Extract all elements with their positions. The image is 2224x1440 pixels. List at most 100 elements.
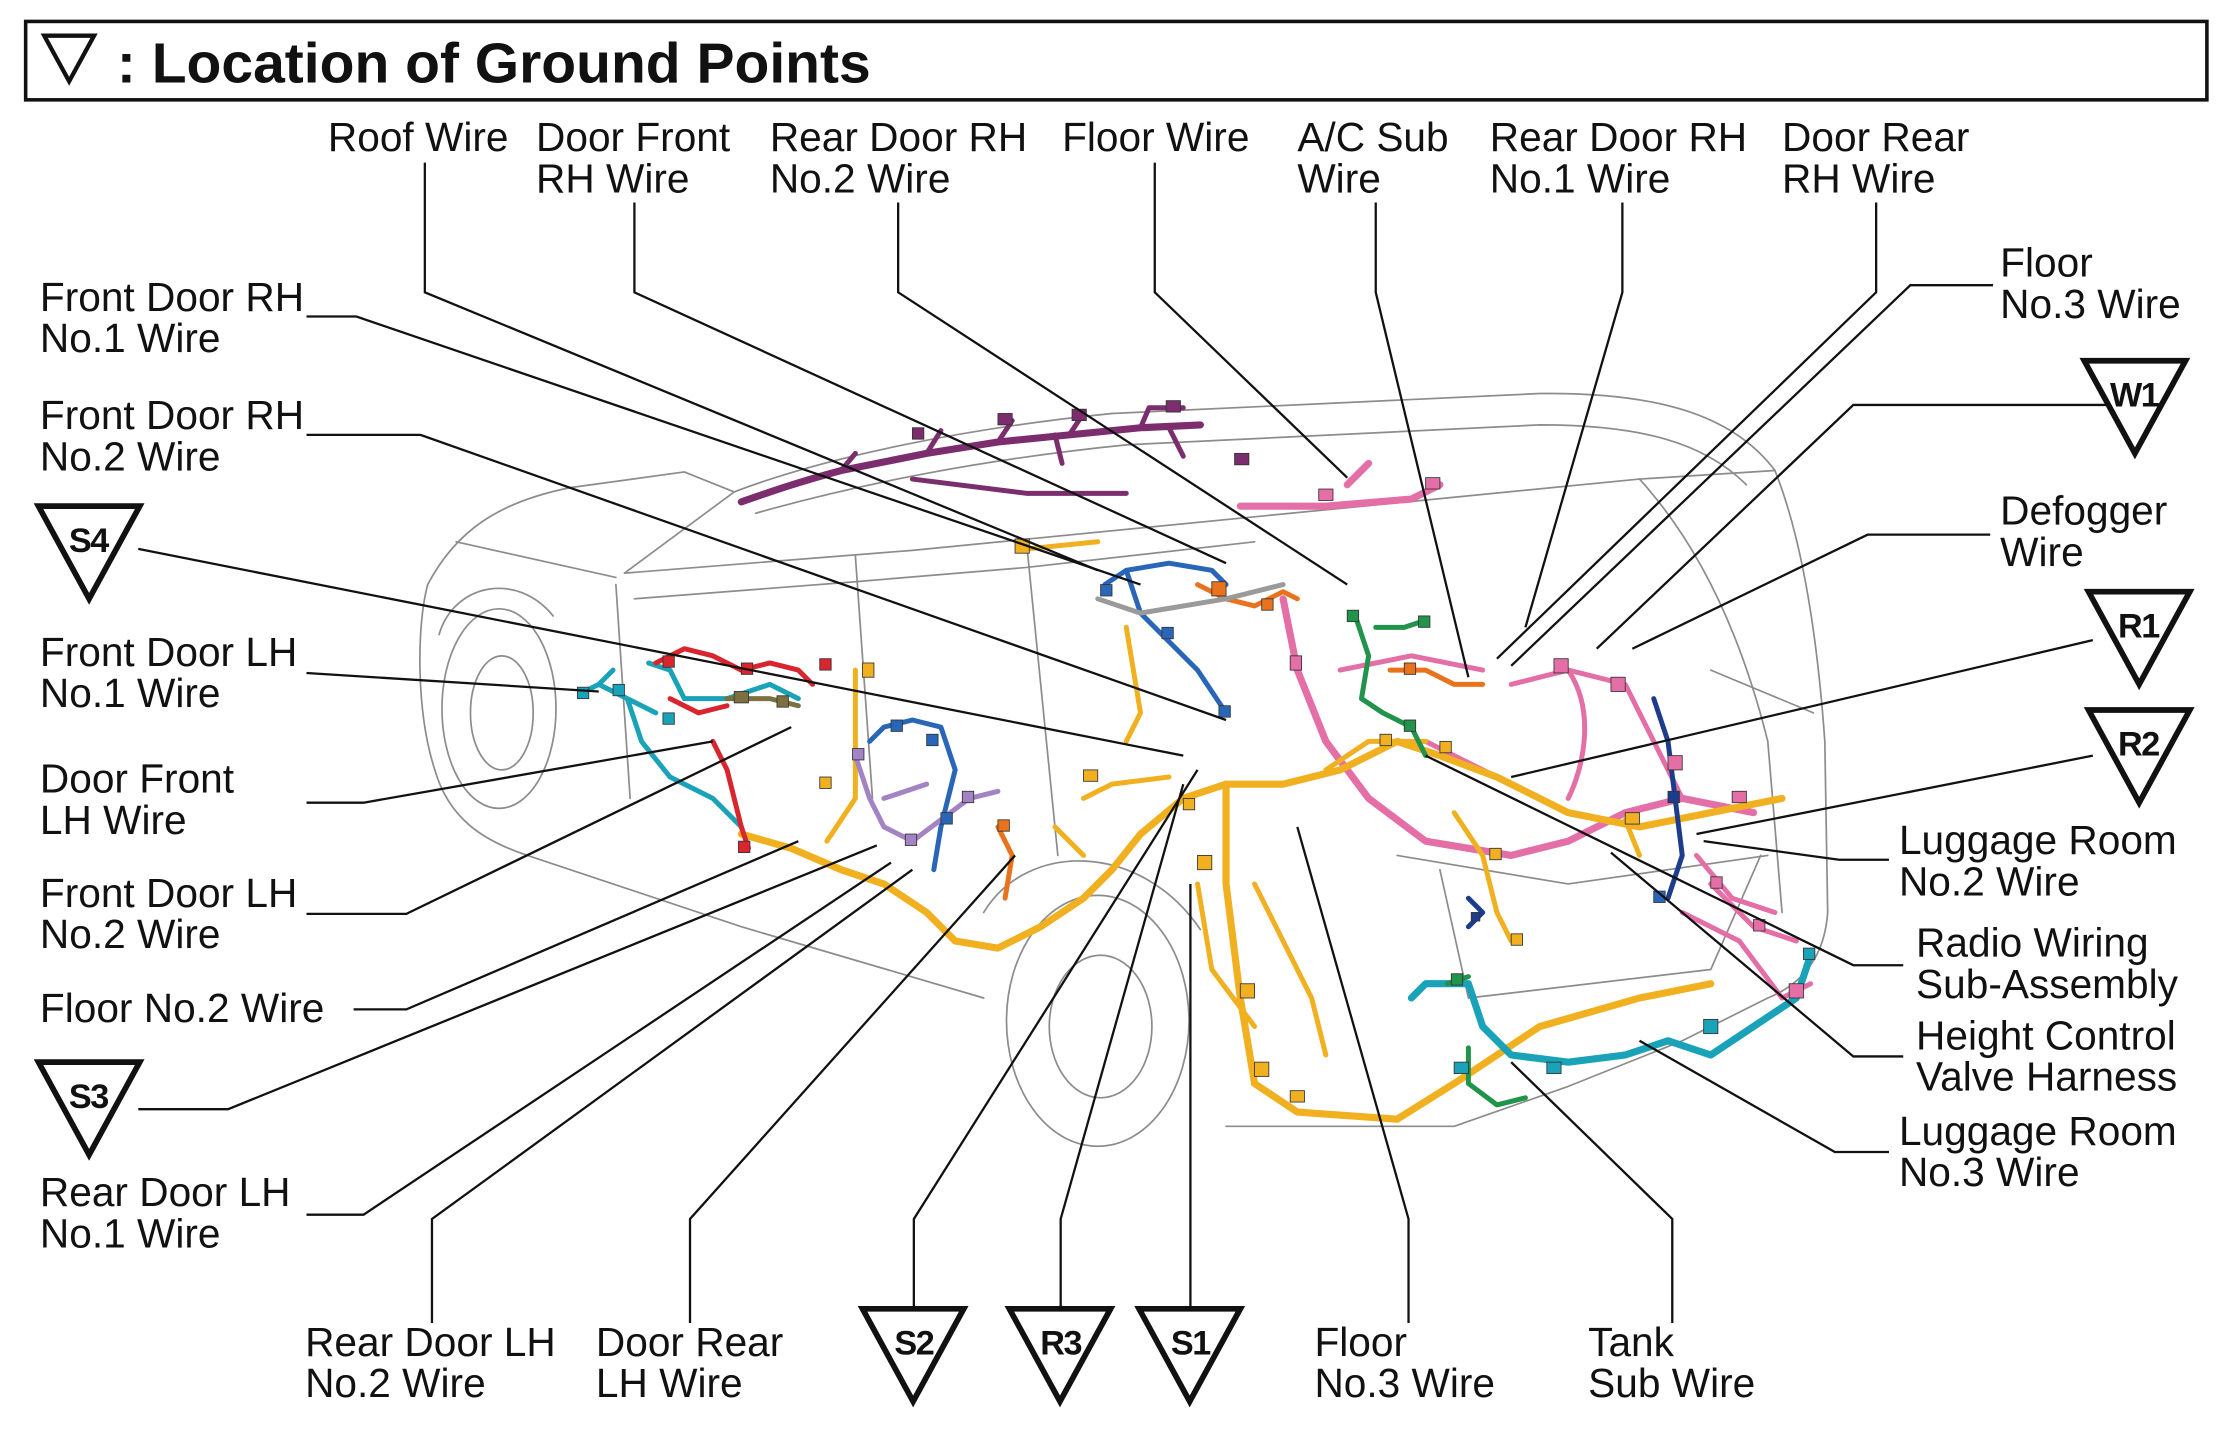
label-door-front-lh-wire: Door Front LH Wire bbox=[40, 756, 245, 843]
label-front-door-lh-no1-wire: Front Door LH No.1 Wire bbox=[40, 629, 309, 716]
front-wheel bbox=[441, 607, 557, 810]
label-rear-door-rh-no2-wire: Rear Door RH No.2 Wire bbox=[770, 114, 1039, 201]
leader-floor-no2-wire bbox=[353, 840, 799, 1011]
label-tank-sub-wire: Tank Sub Wire bbox=[1588, 1319, 1755, 1406]
connector bbox=[1100, 584, 1113, 597]
connector bbox=[819, 658, 832, 671]
rear-door-line bbox=[1025, 540, 1059, 857]
connector bbox=[1510, 933, 1524, 946]
connector bbox=[1453, 1061, 1469, 1074]
leader-rear-door-rh-no2-wire bbox=[897, 202, 1348, 586]
connector bbox=[1553, 658, 1569, 674]
windshield-header bbox=[733, 412, 1113, 493]
connector bbox=[1165, 400, 1181, 413]
connector bbox=[662, 712, 675, 725]
connector bbox=[1546, 1061, 1562, 1074]
label-height-control-valve-harness: Height Control Valve Harness bbox=[1916, 1012, 2187, 1099]
ground-point-r3: R3 bbox=[1004, 1305, 1116, 1408]
rear-wheel-hub bbox=[1048, 954, 1153, 1099]
leader-rear-door-rh-no1-wire bbox=[1524, 202, 1624, 628]
ground-point-r2: R2 bbox=[2083, 707, 2195, 809]
roof-line bbox=[1111, 392, 1776, 472]
leader-front-door-rh-no2-wire bbox=[306, 433, 1227, 722]
wire-harnesses bbox=[582, 405, 1815, 1123]
leader-door-rear-lh-wire bbox=[688, 854, 1016, 1324]
leader-height-control-valve-harness bbox=[1610, 851, 1904, 1058]
vehicle-outline bbox=[419, 392, 1829, 1148]
floor-wire-harness bbox=[1236, 459, 1444, 510]
ground-triangle-icon bbox=[2079, 357, 2191, 460]
connector bbox=[997, 819, 1010, 832]
connector bbox=[1667, 790, 1680, 804]
label-rear-door-rh-no1-wire: Rear Door RH No.1 Wire bbox=[1490, 114, 1759, 201]
leader-luggage-room-no3-wire bbox=[1638, 1039, 1889, 1154]
leader-door-front-lh-wire bbox=[306, 740, 714, 804]
ground-triangle-icon bbox=[857, 1305, 969, 1408]
leader-floor-no3-wire-top bbox=[1510, 284, 1994, 667]
connector bbox=[1346, 609, 1360, 623]
connector bbox=[662, 655, 675, 668]
connector bbox=[1403, 662, 1417, 675]
connector bbox=[1379, 733, 1392, 747]
leader-luggage-room-no2-wire bbox=[1703, 840, 1889, 861]
label-ac-sub-wire: A/C Sub Wire bbox=[1297, 114, 1460, 201]
title-frame bbox=[23, 19, 2209, 102]
connector bbox=[776, 695, 789, 708]
leader-front-door-lh-no1-wire bbox=[306, 671, 599, 693]
floor-no2-harness bbox=[737, 737, 1786, 952]
beltline bbox=[623, 469, 1776, 575]
inverted-triangle-icon bbox=[40, 33, 98, 86]
connector bbox=[612, 683, 625, 697]
ground-point-s2: S2 bbox=[857, 1305, 969, 1408]
connector bbox=[1289, 1090, 1305, 1103]
label-front-door-lh-no2-wire: Front Door LH No.2 Wire bbox=[40, 870, 309, 957]
connector bbox=[1788, 983, 1804, 999]
leader-ground-r1 bbox=[1510, 639, 2094, 779]
connector bbox=[904, 833, 918, 846]
leader-floor-no3-wire-bottom bbox=[1296, 826, 1410, 1324]
label-door-front-rh-wire: Door Front RH Wire bbox=[536, 114, 741, 201]
connector bbox=[1439, 740, 1452, 754]
connector bbox=[911, 427, 925, 440]
connector bbox=[1489, 847, 1502, 861]
rear-wheel-arch bbox=[982, 860, 1202, 931]
ground-point-s3: S3 bbox=[33, 1059, 145, 1161]
rear-hatch-opening bbox=[1439, 854, 1762, 999]
label-door-rear-rh-wire: Door Rear RH Wire bbox=[1782, 114, 1981, 201]
label-floor-no3-wire-top: Floor No.3 Wire bbox=[2000, 240, 2181, 327]
leader-door-rear-rh-wire bbox=[1496, 202, 1878, 660]
label-floor-no3-wire-bottom: Floor No.3 Wire bbox=[1314, 1319, 1495, 1406]
label-door-rear-lh-wire: Door Rear LH Wire bbox=[596, 1319, 795, 1406]
label-radio-wiring-sub-assembly: Radio Wiring Sub-Assembly bbox=[1916, 920, 2179, 1007]
connector bbox=[997, 413, 1013, 426]
ground-point-r1: R1 bbox=[2083, 588, 2195, 691]
leader-rear-door-lh-no2-wire bbox=[430, 868, 914, 1324]
rear-door-lh-no1-harness bbox=[852, 753, 1001, 844]
label-luggage-room-no3-wire: Luggage Room No.3 Wire bbox=[1899, 1108, 2188, 1195]
leader-ground-s3 bbox=[138, 844, 878, 1111]
connector bbox=[1239, 983, 1255, 999]
connector bbox=[1450, 973, 1464, 986]
rear-wheel bbox=[1005, 894, 1190, 1148]
connector bbox=[890, 719, 903, 732]
connector bbox=[852, 748, 865, 761]
leader-front-door-lh-no2-wire bbox=[306, 726, 792, 916]
door-front-rh-harness bbox=[1102, 560, 1229, 716]
label-front-door-rh-no2-wire: Front Door RH No.2 Wire bbox=[40, 392, 315, 479]
connector bbox=[1703, 1018, 1719, 1035]
connector bbox=[1318, 488, 1334, 501]
tail-lamp-line bbox=[1709, 669, 1815, 714]
connector bbox=[738, 840, 751, 854]
ground-point-s4: S4 bbox=[33, 503, 145, 605]
ground-point-label: S4 bbox=[69, 522, 109, 560]
leader-radio-wiring-sub-assembly bbox=[1425, 754, 1904, 967]
ground-triangle-icon bbox=[2083, 707, 2195, 809]
connector bbox=[1211, 581, 1227, 597]
connector bbox=[1425, 477, 1441, 490]
leader-defogger-wire bbox=[1631, 533, 1991, 650]
ground-point-label: W1 bbox=[2110, 376, 2160, 414]
leader-door-front-rh-wire bbox=[633, 202, 1227, 565]
title-bar: : Location of Ground Points bbox=[23, 19, 2209, 102]
connector bbox=[1161, 626, 1174, 640]
